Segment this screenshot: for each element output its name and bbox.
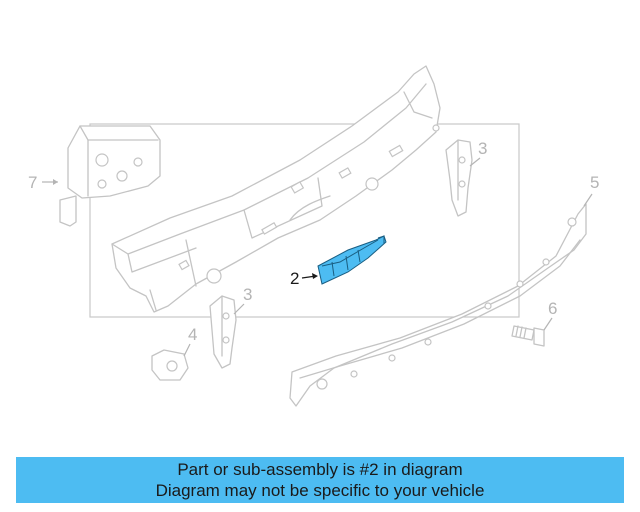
info-banner: Part or sub-assembly is #2 in diagram Di… (16, 457, 624, 503)
callout-6: 6 (548, 299, 557, 318)
part-7-bracket[interactable] (59, 125, 161, 227)
part-5-bumper-reinforcement[interactable] (289, 203, 587, 407)
callout-5: 5 (590, 173, 599, 192)
part-3-left-bracket[interactable] (209, 295, 237, 369)
part-6-bolt[interactable] (511, 325, 545, 347)
callout-3-right: 3 (478, 139, 487, 158)
banner-line-2: Diagram may not be specific to your vehi… (155, 481, 485, 500)
parts-diagram: 7 3 3 4 (28, 65, 599, 407)
callout-2: 2 (290, 269, 299, 288)
callout-4: 4 (188, 325, 197, 344)
callout-3-left: 3 (243, 285, 252, 304)
part-3-right-bracket[interactable] (445, 139, 473, 217)
part-4-bracket[interactable] (151, 349, 189, 381)
callout-7: 7 (28, 173, 37, 192)
banner-line-1: Part or sub-assembly is #2 in diagram (177, 460, 463, 479)
rear-panel-assembly (111, 65, 441, 313)
assembly-group-frame (89, 123, 520, 318)
part-2-highlighted[interactable] (317, 235, 387, 285)
